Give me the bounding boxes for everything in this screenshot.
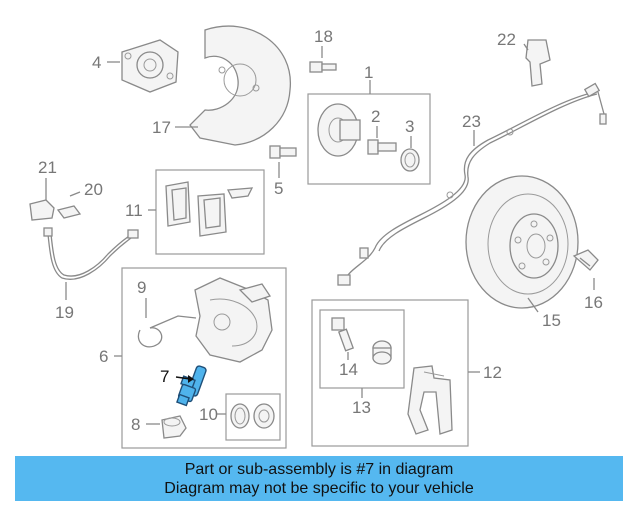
part-14-bolt bbox=[331, 317, 355, 360]
part-11-brake-pads bbox=[165, 181, 254, 237]
part-10-seals bbox=[230, 403, 275, 429]
part-23-wiring-harness bbox=[337, 82, 607, 286]
callout-14[interactable]: 14 bbox=[339, 360, 358, 379]
part-5-bolt bbox=[269, 145, 297, 178]
part-6-caliper bbox=[194, 277, 273, 363]
part-17-dust-shield bbox=[175, 25, 291, 146]
callout-6[interactable]: 6 bbox=[99, 347, 108, 366]
callout-20[interactable]: 20 bbox=[84, 180, 103, 199]
part-9-spring-clip bbox=[137, 298, 197, 348]
box-11 bbox=[155, 169, 265, 255]
info-banner: Part or sub-assembly is #7 in diagram Di… bbox=[15, 456, 623, 501]
callout-13[interactable]: 13 bbox=[352, 398, 371, 417]
callout-1[interactable]: 1 bbox=[364, 63, 373, 82]
part-4-hub-carrier bbox=[107, 39, 179, 93]
part-21-bracket bbox=[29, 178, 55, 221]
part-22-sensor bbox=[523, 39, 551, 87]
callout-5[interactable]: 5 bbox=[274, 179, 283, 198]
box-10 bbox=[225, 393, 281, 441]
callout-4[interactable]: 4 bbox=[92, 53, 101, 72]
callout-15[interactable]: 15 bbox=[542, 311, 561, 330]
part-1-hub-bearing bbox=[317, 103, 361, 157]
callout-18[interactable]: 18 bbox=[314, 27, 333, 46]
callout-12[interactable]: 12 bbox=[483, 363, 502, 382]
callout-10[interactable]: 10 bbox=[199, 405, 218, 424]
callout-9[interactable]: 9 bbox=[137, 278, 146, 297]
callout-11[interactable]: 11 bbox=[125, 201, 143, 220]
callout-21[interactable]: 21 bbox=[38, 158, 57, 177]
part-3-ring bbox=[400, 136, 420, 172]
callout-16[interactable]: 16 bbox=[584, 293, 603, 312]
callout-19[interactable]: 19 bbox=[55, 303, 74, 322]
part-16-screw bbox=[572, 249, 599, 290]
callout-23[interactable]: 23 bbox=[462, 112, 481, 131]
part-19-brake-hose bbox=[43, 227, 139, 300]
part-8-boot bbox=[146, 415, 187, 439]
part-18-bolt bbox=[309, 46, 337, 73]
part-13-cap bbox=[372, 340, 392, 365]
callout-3[interactable]: 3 bbox=[405, 117, 414, 136]
callout-17[interactable]: 17 bbox=[152, 118, 171, 137]
callout-7[interactable]: 7 bbox=[160, 367, 169, 386]
box-1 bbox=[307, 93, 431, 185]
part-15-brake-disc bbox=[465, 175, 579, 313]
box-6 bbox=[121, 267, 287, 449]
box-12 bbox=[311, 299, 469, 447]
part-20-clip bbox=[56, 191, 82, 219]
banner-line-1: Part or sub-assembly is #7 in diagram bbox=[184, 461, 454, 478]
callout-2[interactable]: 2 bbox=[371, 107, 380, 126]
part-12-bracket bbox=[407, 365, 453, 435]
part-7-highlighted bbox=[175, 365, 207, 407]
banner-line-2: Diagram may not be specific to your vehi… bbox=[164, 480, 474, 497]
parts-diagram: 4 17 18 1 2 3 5 bbox=[29, 25, 607, 449]
callout-8[interactable]: 8 bbox=[131, 415, 140, 434]
part-2-bolt bbox=[367, 126, 397, 155]
callout-22[interactable]: 22 bbox=[497, 30, 516, 49]
